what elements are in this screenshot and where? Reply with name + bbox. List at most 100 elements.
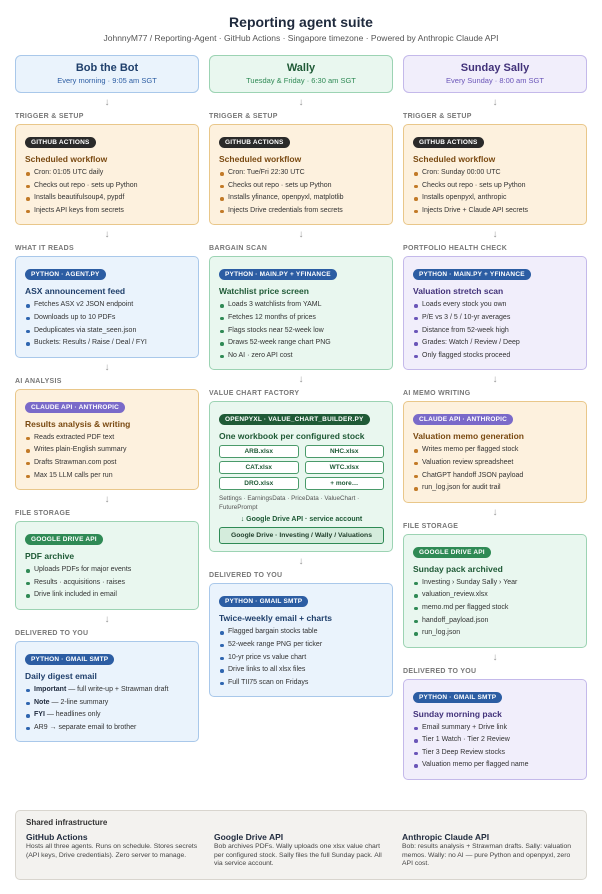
tech-pill: GITHUB ACTIONS xyxy=(25,137,96,148)
list-item: Buckets: Results / Raise / Deal / FYI xyxy=(25,337,190,350)
tech-pill: PYTHON · GMAIL SMTP xyxy=(413,691,503,703)
list-item: Deduplicates via state_seen.json xyxy=(25,325,190,338)
card-title: Watchlist price screen xyxy=(219,286,309,297)
page-title: Reporting agent suite xyxy=(229,14,373,30)
card-delivered: PYTHON · GMAIL SMTP Daily digest email I… xyxy=(15,640,199,743)
flow-arrow: ↓ xyxy=(298,229,304,241)
list-item: Flagged bargain stocks table xyxy=(219,626,384,639)
tech-pill: GITHUB ACTIONS xyxy=(413,137,484,148)
card-title: PDF archive xyxy=(25,551,75,562)
tech-pill: CLAUDE API · ANTHROPIC xyxy=(413,414,514,426)
flow-arrow: ↓ xyxy=(104,613,110,625)
page-subtitle: JohnnyM77 / Reporting-Agent · GitHub Act… xyxy=(103,33,499,43)
list-item: Drive link included in email xyxy=(25,589,190,602)
list-item: Valuation review spreadsheet xyxy=(413,457,578,470)
card-ai-analysis: CLAUDE API · ANTHROPIC Results analysis … xyxy=(15,388,199,491)
item-label: Important xyxy=(34,685,67,693)
infra-col-desc: Hosts all three agents. Runs on schedule… xyxy=(26,843,198,859)
list-item: Tier 3 Deep Review stocks xyxy=(413,747,578,760)
section-label: DELIVERED TO YOU xyxy=(403,667,477,675)
card-portfolio-health: PYTHON · MAIN.PY + YFINANCE Valuation st… xyxy=(403,256,587,371)
list-item: No AI · zero API cost xyxy=(219,350,384,363)
agent-name: Wally xyxy=(286,62,316,74)
card-title: Scheduled workflow xyxy=(413,154,496,164)
section-label: TRIGGER & SETUP xyxy=(209,113,278,120)
card-title: Daily digest email xyxy=(25,670,97,681)
agent-name: Sunday Sally xyxy=(460,62,530,74)
list-item: Installs yfinance, openpyxl, matplotlib xyxy=(219,192,384,205)
list-item: Writes memo per flagged stock xyxy=(413,444,578,457)
tech-pill: PYTHON · AGENT.PY xyxy=(25,269,106,281)
list-item: Email summary + Drive link xyxy=(413,722,578,735)
list-item: Valuation memo per flagged name xyxy=(413,759,578,772)
xlsx-file: ARB.xlsx xyxy=(219,445,299,459)
list-item: Injects API keys from secrets xyxy=(25,205,190,218)
infra-col-desc: Bob archives PDFs. Wally uploads one xls… xyxy=(214,843,382,867)
list-item: 52-week range PNG per ticker xyxy=(219,639,384,652)
list-item: valuation_review.xlsx xyxy=(413,589,578,602)
list-item: Note — 2-line summary xyxy=(25,697,190,710)
list-item: Loads 3 watchlists from YAML xyxy=(219,299,384,312)
card-trigger-setup: GITHUB ACTIONS Scheduled workflow Cron: … xyxy=(403,124,587,226)
drive-api-label: ↓ Google Drive API · service account xyxy=(240,516,363,524)
list-item: Checks out repo · sets up Python xyxy=(219,180,384,193)
list-item: AR9 → separate email to brother xyxy=(25,722,190,735)
tech-pill: PYTHON · GMAIL SMTP xyxy=(25,653,115,665)
infra-columns: GitHub Actions Hosts all three agents. R… xyxy=(26,832,576,869)
flow-arrow: ↓ xyxy=(492,506,498,518)
list-item: Uploads PDFs for major events xyxy=(25,564,190,577)
card-title: One workbook per configured stock xyxy=(219,431,365,442)
infra-claude: Anthropic Claude API Bob: results analys… xyxy=(402,832,576,869)
card-ai-memo: CLAUDE API · ANTHROPIC Valuation memo ge… xyxy=(403,401,587,503)
list-item: FYI — headlines only xyxy=(25,709,190,722)
item-text: AR9 → separate email to brother xyxy=(34,723,137,731)
xlsx-file: WTC.xlsx xyxy=(304,461,384,475)
card-title: ASX announcement feed xyxy=(25,286,126,297)
flow-arrow: ↓ xyxy=(298,374,304,386)
drive-path-box: Google Drive · Investing / Wally / Valua… xyxy=(219,527,384,545)
section-label: DELIVERED TO YOU xyxy=(15,629,89,637)
list-item: Flags stocks near 52-week low xyxy=(219,325,384,338)
card-delivered: PYTHON · GMAIL SMTP Twice-weekly email +… xyxy=(209,583,393,698)
flow-arrow: ↓ xyxy=(104,229,110,241)
list-item: Distance from 52-week high xyxy=(413,325,578,338)
xlsx-file-more: + more… xyxy=(304,477,384,491)
list-item: Fetches 12 months of prices xyxy=(219,312,384,325)
sheet-list: Settings · EarningsData · PriceData · Va… xyxy=(219,495,360,512)
infra-github: GitHub Actions Hosts all three agents. R… xyxy=(26,832,200,869)
tech-pill: PYTHON · MAIN.PY + YFINANCE xyxy=(413,269,531,281)
list-item: run_log.json xyxy=(413,627,578,640)
agent-header-bob: Bob the Bot Every morning · 9:05 am SGT xyxy=(15,55,199,93)
card-title: Valuation stretch scan xyxy=(413,286,504,297)
list-item: handoff_payload.json xyxy=(413,615,578,628)
card-trigger-setup: GITHUB ACTIONS Scheduled workflow Cron: … xyxy=(15,124,199,226)
item-text: — full write-up + Strawman draft xyxy=(66,685,169,693)
card-value-chart-factory: OPENPYXL · VALUE_CHART_BUILDER.PY One wo… xyxy=(209,401,393,553)
infra-drive: Google Drive API Bob archives PDFs. Wall… xyxy=(214,832,388,869)
shared-infrastructure: Shared infrastructure GitHub Actions Hos… xyxy=(15,810,587,880)
agent-schedule: Every morning · 9:05 am SGT xyxy=(57,76,157,85)
section-label: TRIGGER & SETUP xyxy=(403,113,472,120)
list-item: Checks out repo · sets up Python xyxy=(25,180,190,193)
card-title: Scheduled workflow xyxy=(25,154,108,164)
section-label: FILE STORAGE xyxy=(15,510,71,518)
list-item: Grades: Watch / Review / Deep xyxy=(413,337,578,350)
list-item: 10-yr price vs value chart xyxy=(219,652,384,665)
list-item: Installs beautifulsoup4, pypdf xyxy=(25,192,190,205)
agent-header-sally: Sunday Sally Every Sunday · 8:00 am SGT xyxy=(403,55,587,93)
list-item: memo.md per flagged stock xyxy=(413,602,578,615)
list-item: run_log.json for audit trail xyxy=(413,482,578,495)
tech-pill: OPENPYXL · VALUE_CHART_BUILDER.PY xyxy=(219,414,370,426)
xlsx-file: CAT.xlsx xyxy=(219,461,299,475)
list-item: Checks out repo · sets up Python xyxy=(413,180,578,193)
item-text: — 2-line summary xyxy=(49,698,109,706)
list-item: Draws 52-week range chart PNG xyxy=(219,337,384,350)
card-delivered: PYTHON · GMAIL SMTP Sunday morning pack … xyxy=(403,678,587,781)
list-item: Installs openpyxl, anthropic xyxy=(413,192,578,205)
infra-col-desc: Bob: results analysis + Strawman drafts.… xyxy=(402,843,572,867)
section-label: AI ANALYSIS xyxy=(15,377,62,385)
section-label: TRIGGER & SETUP xyxy=(15,113,84,120)
infra-col-title: Anthropic Claude API xyxy=(402,832,490,842)
tech-pill: GOOGLE DRIVE API xyxy=(25,534,103,546)
list-item: Only flagged stocks proceed xyxy=(413,350,578,363)
